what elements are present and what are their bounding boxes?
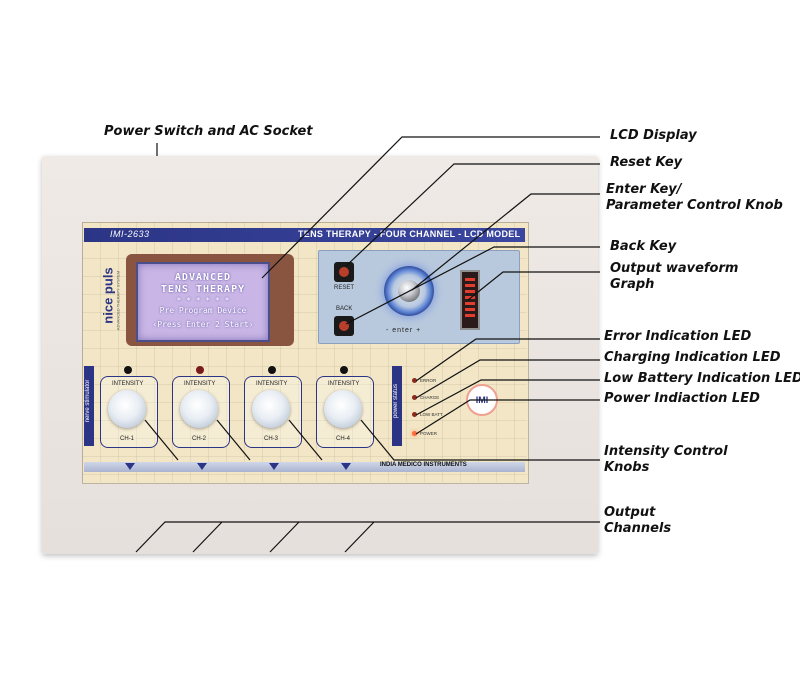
enter-label: - enter +: [386, 327, 422, 334]
callout-intensity-line2: Knobs: [604, 460, 650, 475]
power-status-strip: [392, 366, 402, 446]
channel-4-intensity-knob[interactable]: [324, 390, 362, 428]
charge-led-label: CHARGE: [420, 395, 440, 400]
output-waveform-graph: [460, 270, 480, 330]
output-arrow-icon: [125, 463, 135, 470]
lcd-display: ADVANCED TENS THERAPY * * * * * * Pre Pr…: [136, 262, 270, 342]
output-arrow-icon: [341, 463, 351, 470]
power-status-label: power status: [393, 383, 399, 419]
channel-3-intensity-knob[interactable]: [252, 390, 290, 428]
error-led-label: ERROR: [420, 378, 437, 383]
callout-low-battery-led: Low Battery Indication LED: [604, 371, 800, 386]
channel-3-label: CH-3: [264, 436, 279, 442]
graph-segment: [465, 296, 475, 299]
reset-label: RESET: [334, 285, 355, 291]
power-led-label: POWER: [420, 431, 438, 436]
callout-power-led: Power Indiaction LED: [604, 391, 760, 406]
channel-2-intensity-label: INTENSITY: [184, 381, 216, 387]
channel-1-label: CH-1: [120, 436, 135, 442]
lcd-line-1: ADVANCED: [174, 272, 232, 283]
callout-power-switch: Power Switch and AC Socket: [104, 124, 313, 139]
callout-output-line2: Channels: [604, 521, 672, 536]
back-key[interactable]: [334, 316, 354, 336]
output-arrow-icon: [269, 463, 279, 470]
graph-segment: [465, 302, 475, 305]
power-led: [412, 431, 417, 436]
back-label: BACK: [336, 306, 353, 312]
callout-output-graph-line2: Graph: [610, 277, 655, 292]
panel-footer-bar: [84, 462, 525, 472]
imi-logo: IMI: [466, 384, 498, 416]
callout-reset-key: Reset Key: [610, 155, 683, 170]
charge-led: [412, 395, 417, 400]
model-number: IMI-2633: [110, 229, 150, 239]
reset-key[interactable]: [334, 262, 354, 282]
callout-lcd-display: LCD Display: [610, 128, 697, 143]
graph-segment: [465, 278, 475, 281]
nerve-stimulator-strip: [84, 366, 94, 446]
callout-back-key: Back Key: [610, 239, 677, 254]
enter-knob-cap[interactable]: [398, 280, 420, 302]
graph-segment: [465, 314, 475, 317]
callout-charging-led: Charging Indication LED: [604, 350, 781, 365]
channel-3-led: [268, 366, 276, 374]
channel-2-led: [196, 366, 204, 374]
graph-segment: [465, 290, 475, 293]
device-title: TENS THERAPY - FOUR CHANNEL - LCD MODEL: [298, 229, 521, 239]
channel-2-label: CH-2: [192, 436, 207, 442]
channel-3-intensity-label: INTENSITY: [256, 381, 288, 387]
brand-subtitle-wrap: ADVANCED THERAPY SYSTEM: [114, 262, 122, 342]
output-arrow-icon: [197, 463, 207, 470]
callout-output-graph-line1: Output waveform: [610, 261, 739, 276]
channel-4-intensity-label: INTENSITY: [328, 381, 360, 387]
lcd-line-2: TENS THERAPY: [160, 284, 246, 295]
callout-enter-key-line2: Parameter Control Knob: [606, 198, 783, 213]
low-battery-led: [412, 412, 417, 417]
lcd-line-4: Pre Program Device: [159, 306, 247, 315]
channel-2-intensity-knob[interactable]: [180, 390, 218, 428]
channel-1-intensity-label: INTENSITY: [112, 381, 144, 387]
channel-4-led: [340, 366, 348, 374]
callout-intensity-line1: Intensity Control: [604, 444, 728, 459]
channel-1-intensity-knob[interactable]: [108, 390, 146, 428]
nerve-stimulator-label: nerve stimulator: [85, 379, 91, 423]
lcd-line-3: * * * * * *: [176, 296, 230, 305]
manufacturer-name: INDIA MEDICO INSTRUMENTS: [380, 462, 467, 468]
callout-output-line1: Output: [604, 505, 656, 520]
low-battery-led-label: LOW BATT: [420, 412, 443, 417]
graph-segment: [465, 308, 475, 311]
channel-1-led: [124, 366, 132, 374]
channel-4-label: CH-4: [336, 436, 351, 442]
error-led: [412, 378, 417, 383]
brand-subtitle: ADVANCED THERAPY SYSTEM: [115, 270, 121, 331]
callout-error-led: Error Indication LED: [604, 329, 752, 344]
graph-segment: [465, 284, 475, 287]
callout-enter-key-line1: Enter Key/: [606, 182, 682, 197]
lcd-line-5: ‹Press Enter 2 Start›: [152, 320, 254, 329]
